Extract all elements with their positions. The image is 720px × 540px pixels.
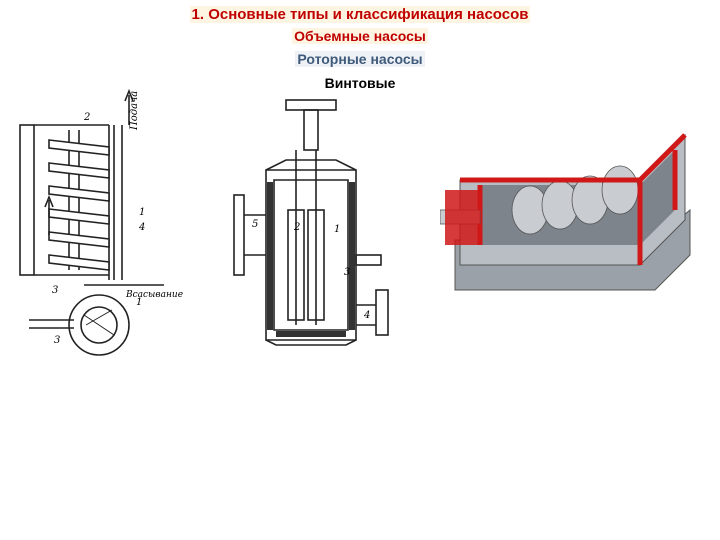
label-2: 2	[83, 112, 90, 123]
pump-section-drawing: 5 2 3 4 1	[226, 90, 396, 355]
label-4: 4	[138, 222, 145, 233]
section-label-1: 1	[334, 224, 340, 235]
section-label-4: 4	[363, 310, 370, 321]
category-heading: Объемные насосы	[292, 28, 428, 44]
section-label-3: 3	[344, 267, 350, 278]
section-label-5: 5	[252, 219, 258, 230]
pump-type-heading: Винтовые	[324, 75, 396, 91]
section-label-2: 2	[293, 222, 300, 233]
label-1b: 1	[136, 297, 142, 308]
screw-diagram: Подача Всасывание 1 2 3 4 1 3	[14, 85, 189, 360]
outlet-label: Подача	[129, 91, 140, 131]
subcategory-heading: Роторные насосы	[295, 51, 425, 67]
inlet-label: Всасывание	[125, 290, 183, 300]
label-3: 3	[52, 285, 58, 296]
cutaway-pump-render	[439, 90, 705, 315]
label-3b: 3	[54, 335, 60, 346]
label-1: 1	[139, 207, 145, 218]
slide-title: 1. Основные типы и классификация насосов	[189, 6, 531, 23]
